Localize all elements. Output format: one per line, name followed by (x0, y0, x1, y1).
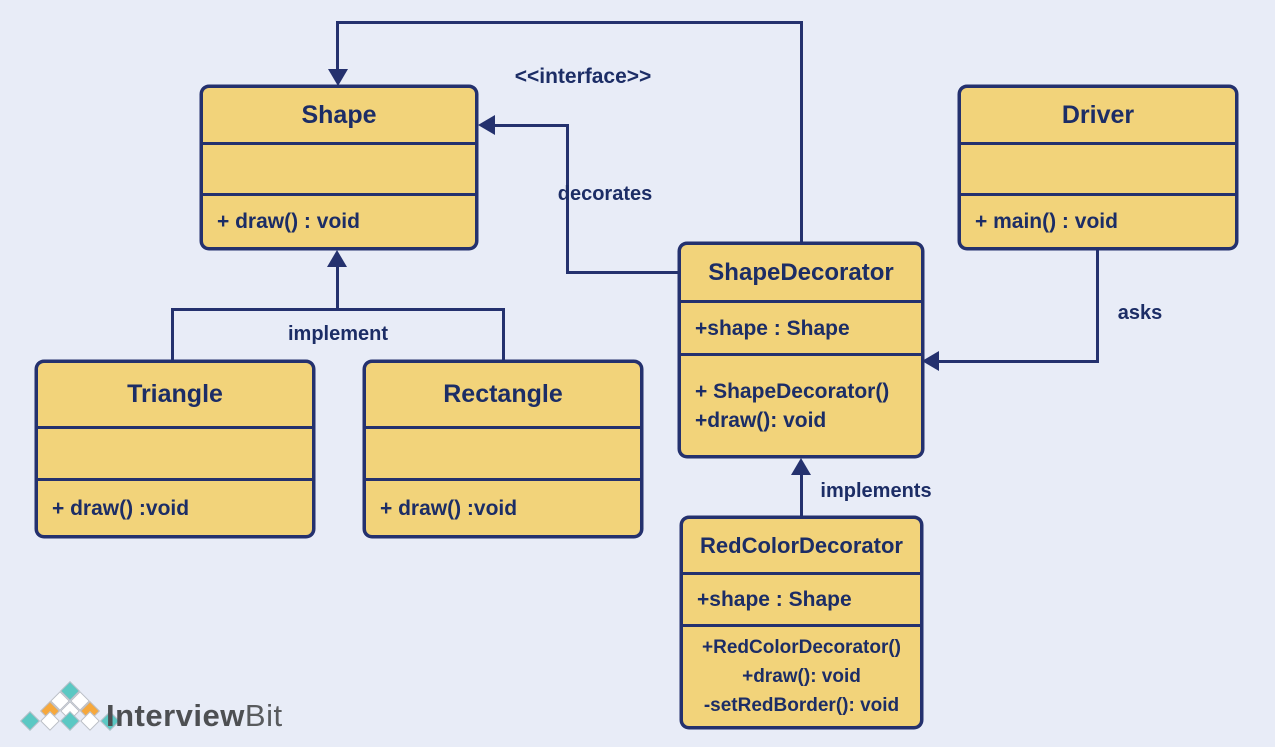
class-box-driver: Driver + main() : void (958, 85, 1238, 250)
attribute-line: +shape : Shape (697, 588, 852, 611)
class-box-shape: Shape + draw() : void (200, 85, 478, 250)
class-methods-rectangle: + draw() :void (366, 481, 640, 535)
class-methods-triangle: + draw() :void (38, 481, 312, 535)
class-attributes-shapedecorator: +shape : Shape (681, 303, 921, 356)
class-methods-shapedecorator: + ShapeDecorator() +draw(): void (681, 356, 921, 455)
class-methods-redcolordecorator: +RedColorDecorator() +draw(): void -setR… (683, 627, 920, 726)
class-methods-shape: + draw() : void (203, 196, 475, 247)
method-line: + draw() : void (217, 210, 360, 233)
asks-horizontal-line (938, 360, 1099, 363)
brand-name-light: Bit (244, 698, 283, 733)
class-title-shapedecorator: ShapeDecorator (681, 245, 921, 303)
implement-horizontal-line (171, 308, 505, 311)
class-box-redcolordecorator: RedColorDecorator +shape : Shape +RedCol… (680, 516, 923, 729)
class-attributes-shape (203, 145, 475, 196)
brand-name-bold: Interview (106, 698, 245, 733)
arrowhead-into-shape-top-icon (328, 69, 348, 86)
method-line: +draw(): void (695, 408, 827, 432)
method-line: +draw(): void (742, 666, 861, 687)
implement-left-vertical-line (171, 308, 174, 361)
class-title-shape: Shape (203, 88, 475, 145)
decorates-lower-horizontal-line (566, 271, 680, 274)
method-line: + ShapeDecorator() (695, 379, 890, 403)
interface-stereotype-label: <<interface>> (514, 65, 652, 88)
class-box-triangle: Triangle + draw() :void (35, 360, 315, 538)
class-attributes-rectangle (366, 429, 640, 481)
arrowhead-into-shapedecorator-bottom-icon (791, 458, 811, 475)
class-methods-driver: + main() : void (961, 196, 1235, 247)
decorates-vertical-line (566, 124, 569, 274)
top-loop-left-vertical-line (336, 21, 339, 71)
method-line: + draw() :void (52, 496, 190, 520)
interviewbit-wordmark: InterviewBit (106, 698, 283, 734)
arrowhead-into-shapedecorator-right-icon (922, 351, 939, 371)
implements-label: implements (820, 480, 932, 502)
class-attributes-driver (961, 145, 1235, 196)
implements-vertical-line (800, 474, 803, 517)
class-box-shapedecorator: ShapeDecorator +shape : Shape + ShapeDec… (678, 242, 924, 458)
top-loop-right-vertical-line (800, 21, 803, 243)
method-line: + draw() :void (380, 496, 518, 520)
class-title-redcolordecorator: RedColorDecorator (683, 519, 920, 575)
class-title-driver: Driver (961, 88, 1235, 145)
implement-stem-line (336, 266, 339, 311)
class-box-rectangle: Rectangle + draw() :void (363, 360, 643, 538)
class-attributes-triangle (38, 429, 312, 481)
class-title-rectangle: Rectangle (366, 363, 640, 429)
arrowhead-into-shape-bottom-icon (327, 250, 347, 267)
arrowhead-into-shape-right-icon (478, 115, 495, 135)
attribute-line: +shape : Shape (695, 316, 850, 340)
method-line: +RedColorDecorator() (702, 637, 901, 658)
asks-label: asks (1117, 302, 1163, 324)
implement-label: implement (287, 323, 389, 345)
logo-tile (20, 711, 40, 731)
asks-vertical-line (1096, 249, 1099, 362)
decorates-upper-horizontal-line (494, 124, 568, 127)
decorates-label: decorates (557, 183, 653, 205)
class-title-triangle: Triangle (38, 363, 312, 429)
class-attributes-redcolordecorator: +shape : Shape (683, 575, 920, 627)
method-line: + main() : void (975, 210, 1118, 233)
top-loop-horizontal-line (336, 21, 803, 24)
implement-right-vertical-line (502, 308, 505, 361)
method-line: -setRedBorder(): void (703, 695, 900, 716)
